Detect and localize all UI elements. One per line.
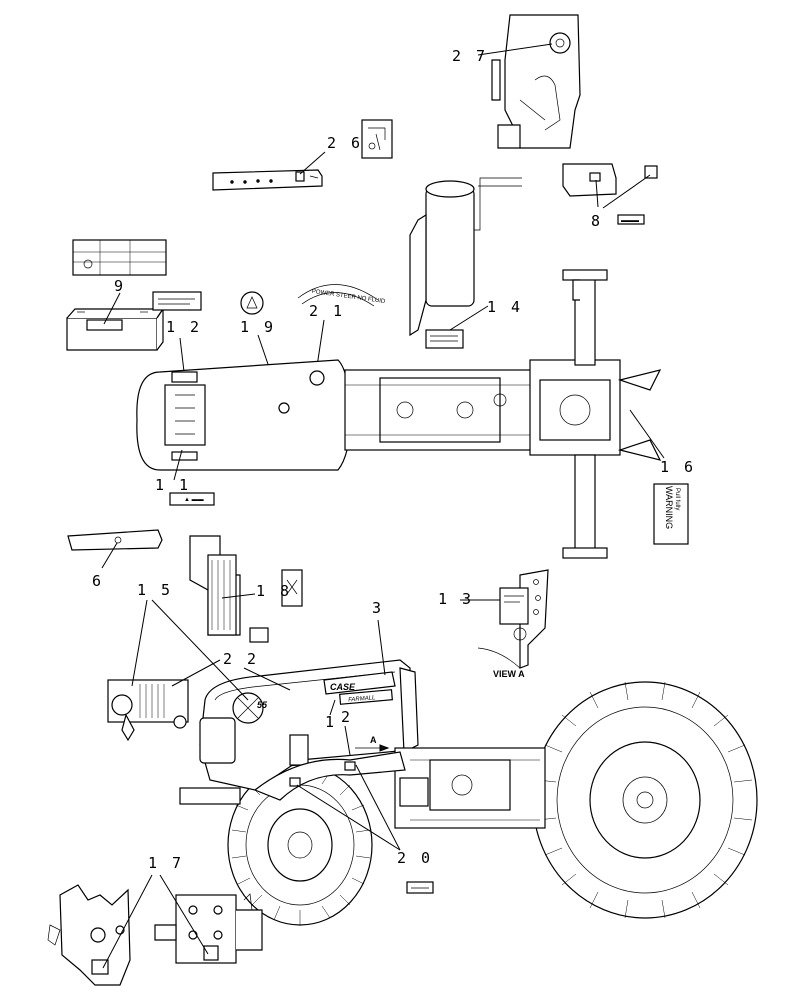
callout-2: 2	[341, 708, 353, 726]
decal-11	[169, 492, 215, 506]
callout-11: 1 1	[155, 476, 191, 494]
leader-18	[221, 593, 256, 599]
leader-26	[299, 151, 326, 175]
hitch-detail-part	[47, 884, 263, 986]
leader-2	[344, 725, 351, 756]
view-a-label: VIEW A	[493, 669, 525, 679]
callout-21: 2 1	[309, 302, 345, 320]
leader-9	[103, 292, 121, 325]
leader-22a	[243, 667, 291, 691]
svg-text:Pull fully: Pull fully	[674, 488, 680, 510]
leader-15b	[151, 599, 249, 701]
model-series-decal: FARMALL	[348, 695, 376, 703]
engine-detail-part	[107, 679, 189, 742]
warning-symbol-decal	[240, 291, 264, 315]
leader-1	[329, 699, 336, 716]
warning-decal-16: WARNING Pull fully	[653, 483, 689, 545]
callout-12: 1 2	[166, 318, 202, 336]
callout-8: 8	[591, 212, 603, 230]
callout-1: 1	[325, 713, 337, 731]
leader-3	[377, 619, 386, 676]
callout-15: 1 5	[137, 581, 173, 599]
callout-27: 2 7	[452, 47, 488, 65]
decal-20	[406, 881, 434, 894]
callout-6: 6	[92, 572, 104, 590]
leader-20b	[296, 784, 401, 851]
callout-19: 1 9	[240, 318, 276, 336]
radiator-decal	[152, 291, 202, 311]
leader-27	[477, 43, 553, 56]
callout-18: 1 8	[256, 582, 292, 600]
svg-text:▲ ▬▬: ▲ ▬▬	[184, 497, 204, 503]
leader-16	[629, 409, 665, 459]
callout-3: 3	[372, 599, 384, 617]
leader-17b	[159, 874, 209, 955]
switch-decal-part: ▬▬▬	[562, 163, 658, 225]
leader-11	[173, 449, 183, 481]
leader-15a	[131, 599, 148, 687]
callout-13: 1 3	[438, 590, 474, 608]
svg-text:WARNING: WARNING	[664, 486, 674, 529]
tractor-side-view: CASE FARMALL 55 A	[179, 659, 758, 926]
fender-strip-part	[212, 119, 393, 191]
callout-20: 2 0	[397, 849, 433, 867]
leader-22b	[171, 659, 221, 687]
front-light-part	[67, 529, 163, 551]
fuel-tank-part	[409, 177, 522, 349]
seat-fender-part	[491, 14, 581, 149]
callout-14: 1 4	[487, 298, 523, 316]
model-number-decal: 55	[257, 700, 268, 710]
leader-8b	[602, 174, 651, 209]
leader-17a	[102, 874, 153, 969]
power-steer-decal	[297, 284, 379, 301]
leader-20a	[355, 764, 401, 851]
callout-26: 2 6	[327, 134, 363, 152]
leader-8a	[595, 179, 599, 208]
callout-9: 9	[114, 277, 126, 295]
callout-17: 1 7	[148, 854, 184, 872]
callout-22: 2 2	[223, 650, 259, 668]
view-a-arrow-label: A	[370, 735, 377, 745]
brand-decal: CASE	[330, 682, 356, 692]
leader-14	[449, 305, 489, 331]
view-a-panel	[477, 569, 549, 669]
leader-6	[101, 542, 118, 569]
tractor-top-view	[136, 269, 662, 559]
svg-text:▬▬▬: ▬▬▬	[621, 218, 639, 224]
side-panel-part	[189, 535, 303, 643]
battery-decal-part	[66, 239, 167, 351]
callout-16: 1 6	[660, 458, 696, 476]
